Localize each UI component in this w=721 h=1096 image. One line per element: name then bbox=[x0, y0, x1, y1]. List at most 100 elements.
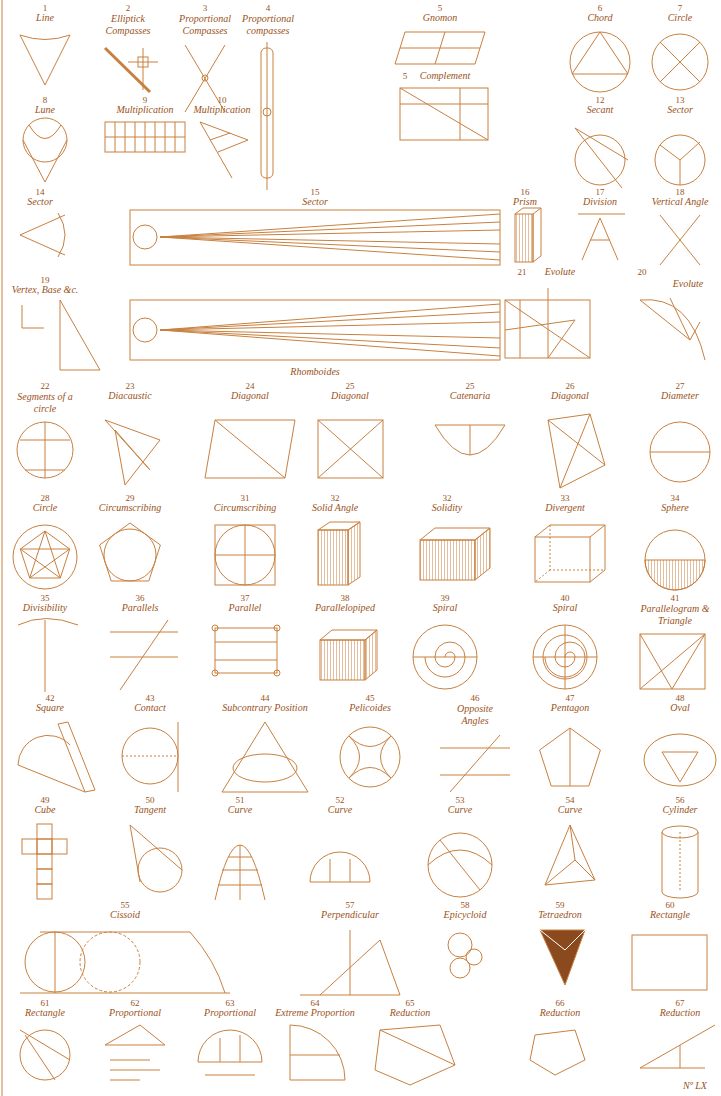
figure-number: 17 bbox=[596, 187, 605, 197]
figure-number: 8 bbox=[43, 95, 48, 105]
figure-number: 15 bbox=[311, 187, 320, 197]
figure-number: 57 bbox=[346, 900, 355, 910]
figure-title: Proportional Compasses bbox=[176, 13, 234, 37]
figure-title: Multiplication bbox=[193, 104, 250, 116]
figure-number: 65 bbox=[406, 998, 415, 1008]
figure-title: Parallelogram & Triangle bbox=[637, 603, 713, 627]
figure-title: Reduction bbox=[540, 1007, 581, 1019]
figure-number: 12 bbox=[596, 95, 605, 105]
figure-number: 43 bbox=[146, 693, 155, 703]
figure-number: 66 bbox=[556, 998, 565, 1008]
figure-number: 19 bbox=[41, 275, 50, 285]
figure-number: 60 bbox=[666, 900, 675, 910]
figure-number: 37 bbox=[241, 593, 250, 603]
figure-title: Curve bbox=[448, 804, 472, 816]
figure-title: Vertical Angle bbox=[652, 196, 709, 208]
figure-title: Rectangle bbox=[25, 1007, 65, 1019]
figure-number: 26 bbox=[566, 381, 575, 391]
figure-title: Solidity bbox=[432, 502, 463, 514]
figure-number: 31 bbox=[241, 493, 250, 503]
figure-number: 23 bbox=[126, 381, 135, 391]
figure-number: 16 bbox=[521, 187, 530, 197]
figure-number: 7 bbox=[678, 3, 683, 13]
figure-title: Epicycloid bbox=[444, 909, 487, 921]
figure-number: 27 bbox=[676, 381, 685, 391]
figure-title: Circle bbox=[668, 12, 693, 24]
figure-title: Spiral bbox=[433, 602, 457, 614]
figure-title: Pelicoides bbox=[349, 702, 391, 714]
figure-number: 54 bbox=[566, 795, 575, 805]
figure-number: 22 bbox=[41, 381, 50, 391]
figure-number: 5 bbox=[403, 71, 408, 81]
figure-number: 46 bbox=[471, 693, 480, 703]
figure-title: Reduction bbox=[390, 1007, 431, 1019]
figure-title: Proportional compasses bbox=[239, 13, 297, 37]
figure-number: 36 bbox=[136, 593, 145, 603]
figure-title: Reduction bbox=[660, 1007, 701, 1019]
figure-number: 41 bbox=[671, 593, 680, 603]
figure-title: Parallelopiped bbox=[315, 602, 375, 614]
figure-title: Divergent bbox=[545, 502, 585, 514]
figure-number: 25 bbox=[346, 381, 355, 391]
figure-title: Curve bbox=[558, 804, 582, 816]
figure-number: 1 bbox=[43, 3, 48, 13]
figure-number: 58 bbox=[461, 900, 470, 910]
figure-title: Gnomon bbox=[423, 12, 457, 24]
figure-number: 20 bbox=[638, 267, 647, 277]
figure-title: Opposite Angles bbox=[445, 703, 505, 727]
figure-title: Proportional bbox=[204, 1007, 256, 1019]
figure-number: 2 bbox=[126, 3, 131, 13]
figure-number: 56 bbox=[676, 795, 685, 805]
figure-title: Lune bbox=[35, 104, 55, 116]
figure-number: 39 bbox=[441, 593, 450, 603]
figure-title: Circumscribing bbox=[99, 502, 161, 514]
figure-title: Divisibility bbox=[23, 602, 67, 614]
figure-title: Nº LX bbox=[683, 1080, 707, 1092]
geometric-figures bbox=[13, 32, 716, 1085]
figure-number: 28 bbox=[41, 493, 50, 503]
figure-number: 29 bbox=[126, 493, 135, 503]
figure-number: 63 bbox=[226, 998, 235, 1008]
figure-number: 52 bbox=[336, 795, 345, 805]
figure-number: 10 bbox=[218, 95, 227, 105]
figure-title: Sector bbox=[302, 196, 328, 208]
figure-title: Tangent bbox=[134, 804, 166, 816]
figure-number: 48 bbox=[676, 693, 685, 703]
figure-number: 62 bbox=[131, 998, 140, 1008]
figure-title: Curve bbox=[228, 804, 252, 816]
figure-title: Pentagon bbox=[551, 702, 589, 714]
figure-number: 64 bbox=[311, 998, 320, 1008]
figure-number: 9 bbox=[143, 95, 148, 105]
figure-number: 50 bbox=[146, 795, 155, 805]
figure-number: 51 bbox=[236, 795, 245, 805]
figure-title: Subcontrary Position bbox=[222, 702, 307, 714]
figure-number: 6 bbox=[598, 3, 603, 13]
figure-number: 40 bbox=[561, 593, 570, 603]
figure-title: Complement bbox=[420, 70, 471, 82]
figure-number: 25 bbox=[466, 381, 475, 391]
figure-title: Oval bbox=[670, 702, 689, 714]
figure-number: 59 bbox=[556, 900, 565, 910]
figure-number: 14 bbox=[36, 187, 45, 197]
figure-number: 61 bbox=[41, 998, 50, 1008]
figure-number: 49 bbox=[41, 795, 50, 805]
figure-title: Spiral bbox=[553, 602, 577, 614]
figure-number: 33 bbox=[561, 493, 570, 503]
figure-title: Sector bbox=[27, 196, 53, 208]
figure-title: Perpendicular bbox=[321, 909, 379, 921]
figure-number: 5 bbox=[438, 3, 443, 13]
figure-title: Parallels bbox=[122, 602, 159, 614]
figure-number: 44 bbox=[261, 693, 270, 703]
figure-title: Evolute bbox=[673, 278, 704, 290]
plate-border bbox=[2, 0, 3, 1096]
figure-title: Cube bbox=[34, 804, 55, 816]
figure-title: Diagonal bbox=[331, 390, 369, 402]
figure-title: Chord bbox=[587, 12, 612, 24]
figure-number: 45 bbox=[366, 693, 375, 703]
figure-title: Prism bbox=[513, 196, 537, 208]
figure-title: Solid Angle bbox=[312, 502, 358, 514]
figure-title: Tetraedron bbox=[538, 909, 582, 921]
figure-number: 34 bbox=[671, 493, 680, 503]
